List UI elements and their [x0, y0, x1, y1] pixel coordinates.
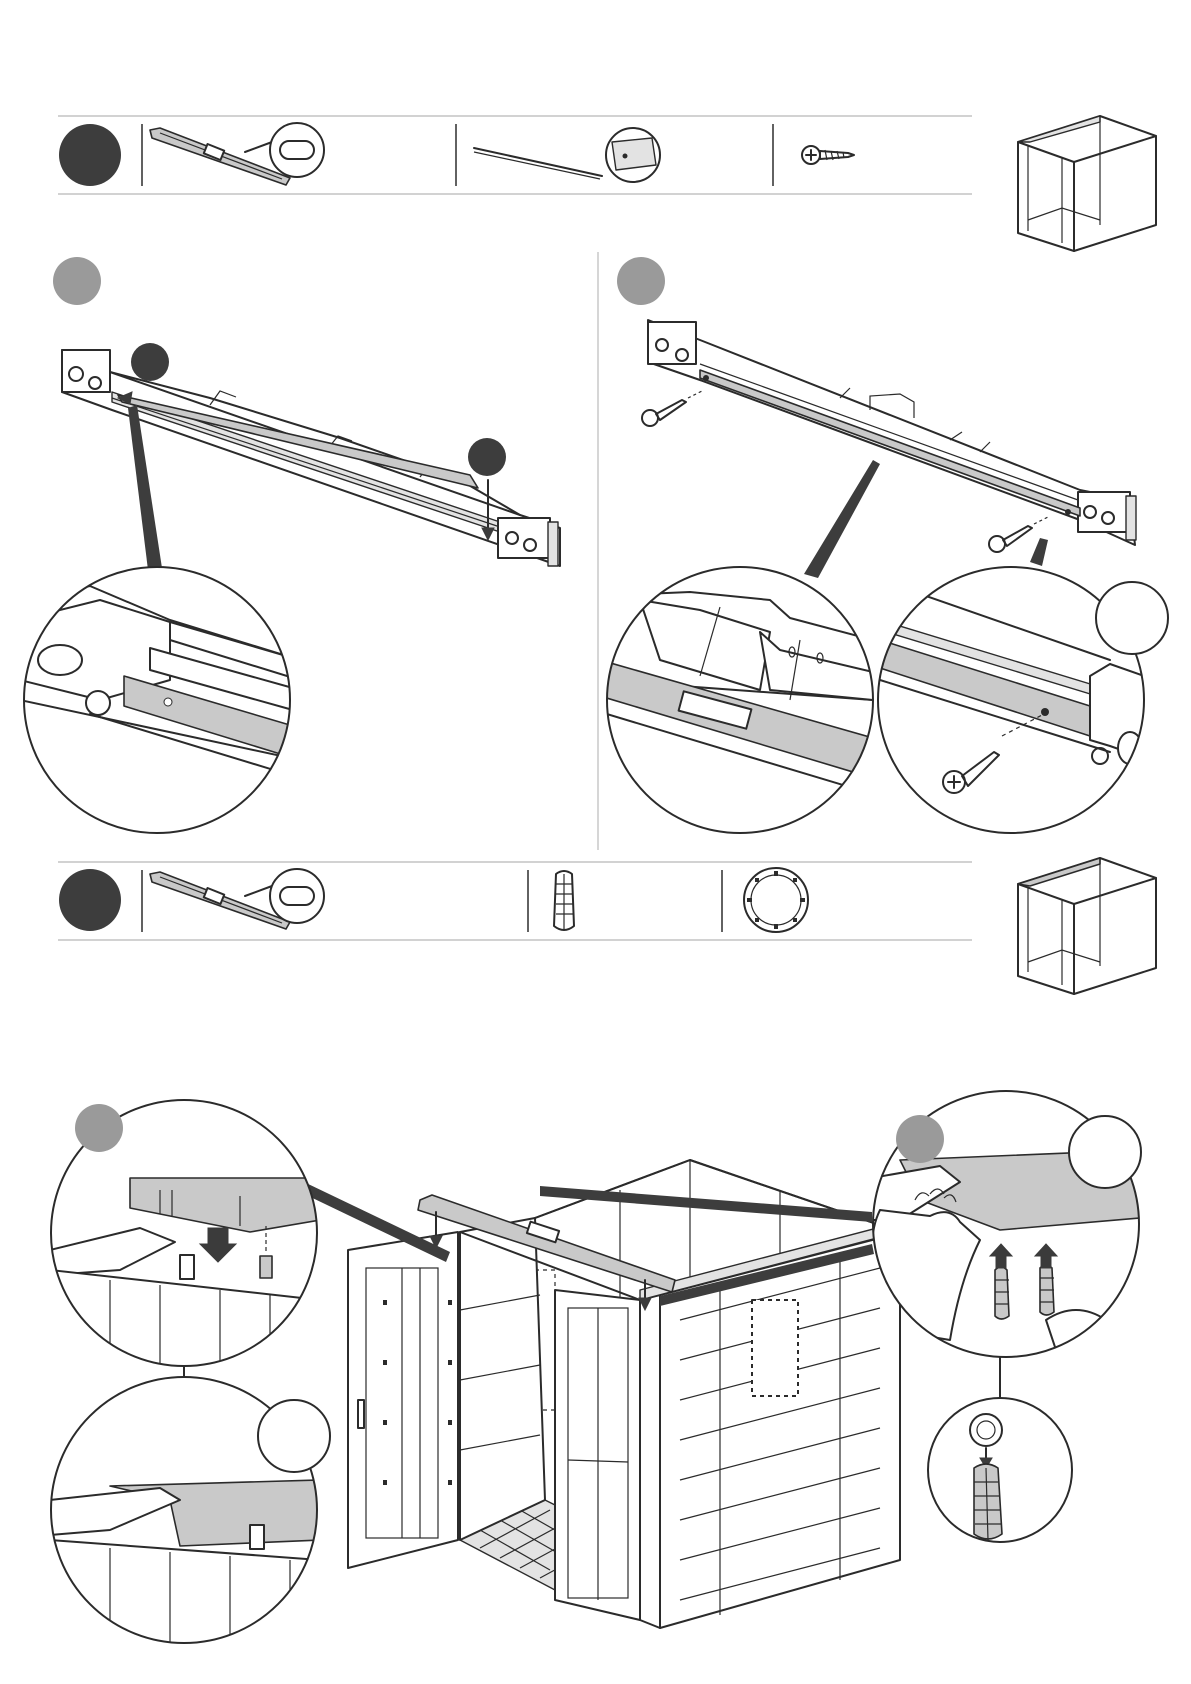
callout-pointer: [128, 405, 162, 570]
callout-pointer: [1030, 538, 1048, 566]
blank-callout-marker: [1096, 582, 1168, 654]
detail-callout: [20, 567, 300, 833]
detail-callout: [50, 1377, 330, 1660]
step-panel-b: [600, 257, 1168, 833]
callout-marker: [131, 343, 169, 381]
parts-list-2: [58, 858, 1156, 994]
screw-icon: [802, 146, 854, 164]
detail-callout: [50, 1100, 320, 1370]
shed-thumbnail-icon: [1018, 858, 1156, 994]
expansion-plug-icon: [554, 871, 574, 930]
assembly-scene: [50, 1091, 1141, 1660]
screw-icon: [642, 390, 704, 426]
detail-callout: [928, 1398, 1072, 1542]
roof-beam-illustration: [648, 320, 1136, 545]
callout-marker: [468, 438, 506, 476]
step-marker-dark: [59, 124, 121, 186]
blank-callout-marker: [258, 1400, 330, 1472]
blank-callout-marker: [1069, 1116, 1141, 1188]
detail-callout: [878, 567, 1168, 833]
metal-rod-icon: [474, 128, 660, 182]
step-marker-grey: [617, 257, 665, 305]
step-marker-grey: [896, 1115, 944, 1163]
parts-list-1: [58, 116, 1156, 251]
washer-ring-icon: [744, 868, 808, 932]
detail-callout: [860, 1091, 1141, 1380]
detail-callout: [600, 567, 873, 833]
expansion-plug-icon: [974, 1464, 1002, 1540]
step-marker-grey: [53, 257, 101, 305]
roof-beam-icon: [150, 869, 324, 929]
callout-pointer: [804, 460, 880, 578]
step-marker-dark: [59, 869, 121, 931]
step-panel-a: [20, 252, 598, 850]
roof-beam-icon: [150, 123, 324, 185]
shed-illustration: [348, 1160, 900, 1628]
shed-thumbnail-icon: [1018, 116, 1156, 251]
step-marker-grey: [75, 1104, 123, 1152]
